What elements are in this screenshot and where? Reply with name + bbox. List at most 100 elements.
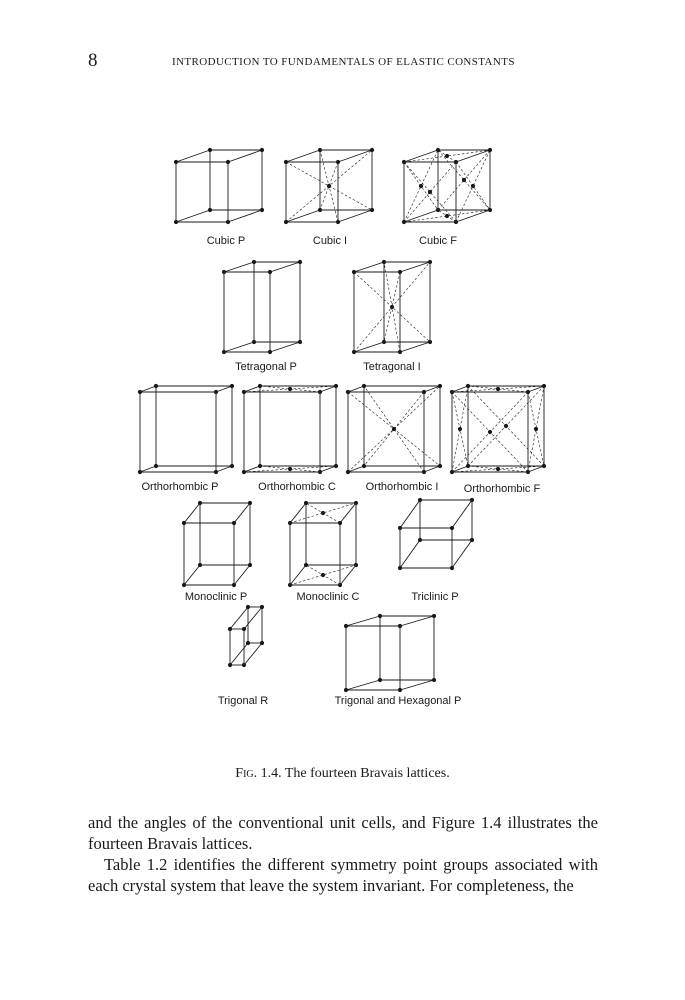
lattice-cell: Monoclinic P [181, 500, 253, 603]
lattice-point [173, 219, 179, 225]
lattice-point [221, 349, 227, 355]
cell-edge [243, 642, 263, 666]
lattice-point [259, 604, 265, 610]
figure-caption: Fig. 1.4. The fourteen Bravais lattices. [0, 766, 685, 782]
lattice-point [303, 500, 309, 506]
cell-edge [451, 499, 473, 529]
cell-edge [337, 149, 373, 163]
figure-caption-prefix: Fig. 1.4. [235, 766, 282, 781]
body-text: and the angles of the conventional unit … [88, 812, 598, 896]
lattice-point [525, 469, 531, 475]
lattice-point [397, 623, 403, 629]
lattice-point [449, 525, 455, 531]
lattice-point [251, 259, 257, 265]
lattice-point [444, 153, 450, 159]
lattice-point [343, 687, 349, 693]
lattice-point [465, 463, 471, 469]
cell-edge [347, 465, 365, 473]
lattice-label: Cubic I [313, 235, 347, 247]
lattice-cell: Triclinic P [397, 497, 475, 603]
lattice-point [241, 469, 247, 475]
cell-edge [233, 502, 251, 524]
lattice-point [469, 537, 475, 543]
cell-diagonal [451, 385, 469, 473]
lattice-point [391, 426, 397, 432]
lattice-point [335, 159, 341, 165]
lattice-point [369, 147, 375, 153]
lattice-point [377, 613, 383, 619]
cell-edge [319, 385, 337, 393]
lattice-point [245, 604, 251, 610]
lattice-point [525, 389, 531, 395]
cell-edge [527, 385, 545, 393]
cell-edge [227, 149, 263, 163]
lattice-cell: Cubic F [401, 147, 493, 247]
lattice-point [351, 349, 357, 355]
cell-edge [399, 261, 431, 273]
cell-edge [399, 539, 421, 569]
cell-edge [215, 385, 233, 393]
cell-edge [403, 149, 439, 163]
cell-edge [243, 385, 261, 393]
cell-diagonal [403, 209, 491, 223]
lattice-point [495, 386, 501, 392]
lattice-cell: Trigonal R [218, 604, 268, 707]
lattice-point [449, 469, 455, 475]
lattice-point [229, 463, 235, 469]
cell-diagonal [347, 385, 441, 473]
lattice-point [181, 520, 187, 526]
lattice-point [229, 383, 235, 389]
lattice-point [283, 219, 289, 225]
lattice-point [181, 582, 187, 588]
lattice-point [345, 469, 351, 475]
lattice-point [245, 640, 251, 646]
cell-edge [229, 606, 249, 630]
cell-diagonal [285, 161, 373, 211]
cell-edge [345, 679, 381, 691]
lattice-label: Trigonal and Hexagonal P [335, 695, 462, 707]
lattice-point [449, 565, 455, 571]
lattice-point [541, 463, 547, 469]
lattice-cell: Orthorhombic P [137, 383, 235, 493]
lattice-point [377, 677, 383, 683]
lattice-point [197, 500, 203, 506]
lattice-point [437, 463, 443, 469]
lattice-point [333, 463, 339, 469]
cell-diagonal [259, 385, 321, 393]
page-number: 8 [88, 50, 98, 71]
lattice-point [320, 572, 326, 578]
cell-edge [139, 465, 157, 473]
cell-edge [347, 385, 365, 393]
lattice-point [465, 383, 471, 389]
lattice-point [397, 565, 403, 571]
cell-edge [289, 564, 307, 586]
lattice-point [320, 510, 326, 516]
lattice-point [241, 662, 247, 668]
cell-edge [243, 606, 263, 630]
lattice-label: Monoclinic P [185, 591, 247, 603]
lattice-point [153, 383, 159, 389]
lattice-point [173, 159, 179, 165]
lattice-point [137, 469, 143, 475]
lattice-point [247, 562, 253, 568]
cell-edge [455, 209, 491, 223]
cell-diagonal [383, 271, 401, 343]
cell-edge [455, 149, 491, 163]
cell-diagonal [289, 564, 357, 586]
lattice-point [227, 626, 233, 632]
cell-edge [215, 465, 233, 473]
cell-edge [227, 209, 263, 223]
cell-edge [423, 465, 441, 473]
cell-diagonal [319, 161, 339, 211]
cell-edge [269, 341, 301, 353]
cell-edge [223, 341, 255, 353]
lattice-point [287, 386, 293, 392]
lattice-point [287, 582, 293, 588]
cell-edge [345, 615, 381, 627]
lattice-point [207, 147, 213, 153]
lattice-point [361, 463, 367, 469]
lattice-point [533, 426, 539, 432]
lattice-point [361, 383, 367, 389]
lattice-point [257, 463, 263, 469]
cell-edge [339, 564, 357, 586]
